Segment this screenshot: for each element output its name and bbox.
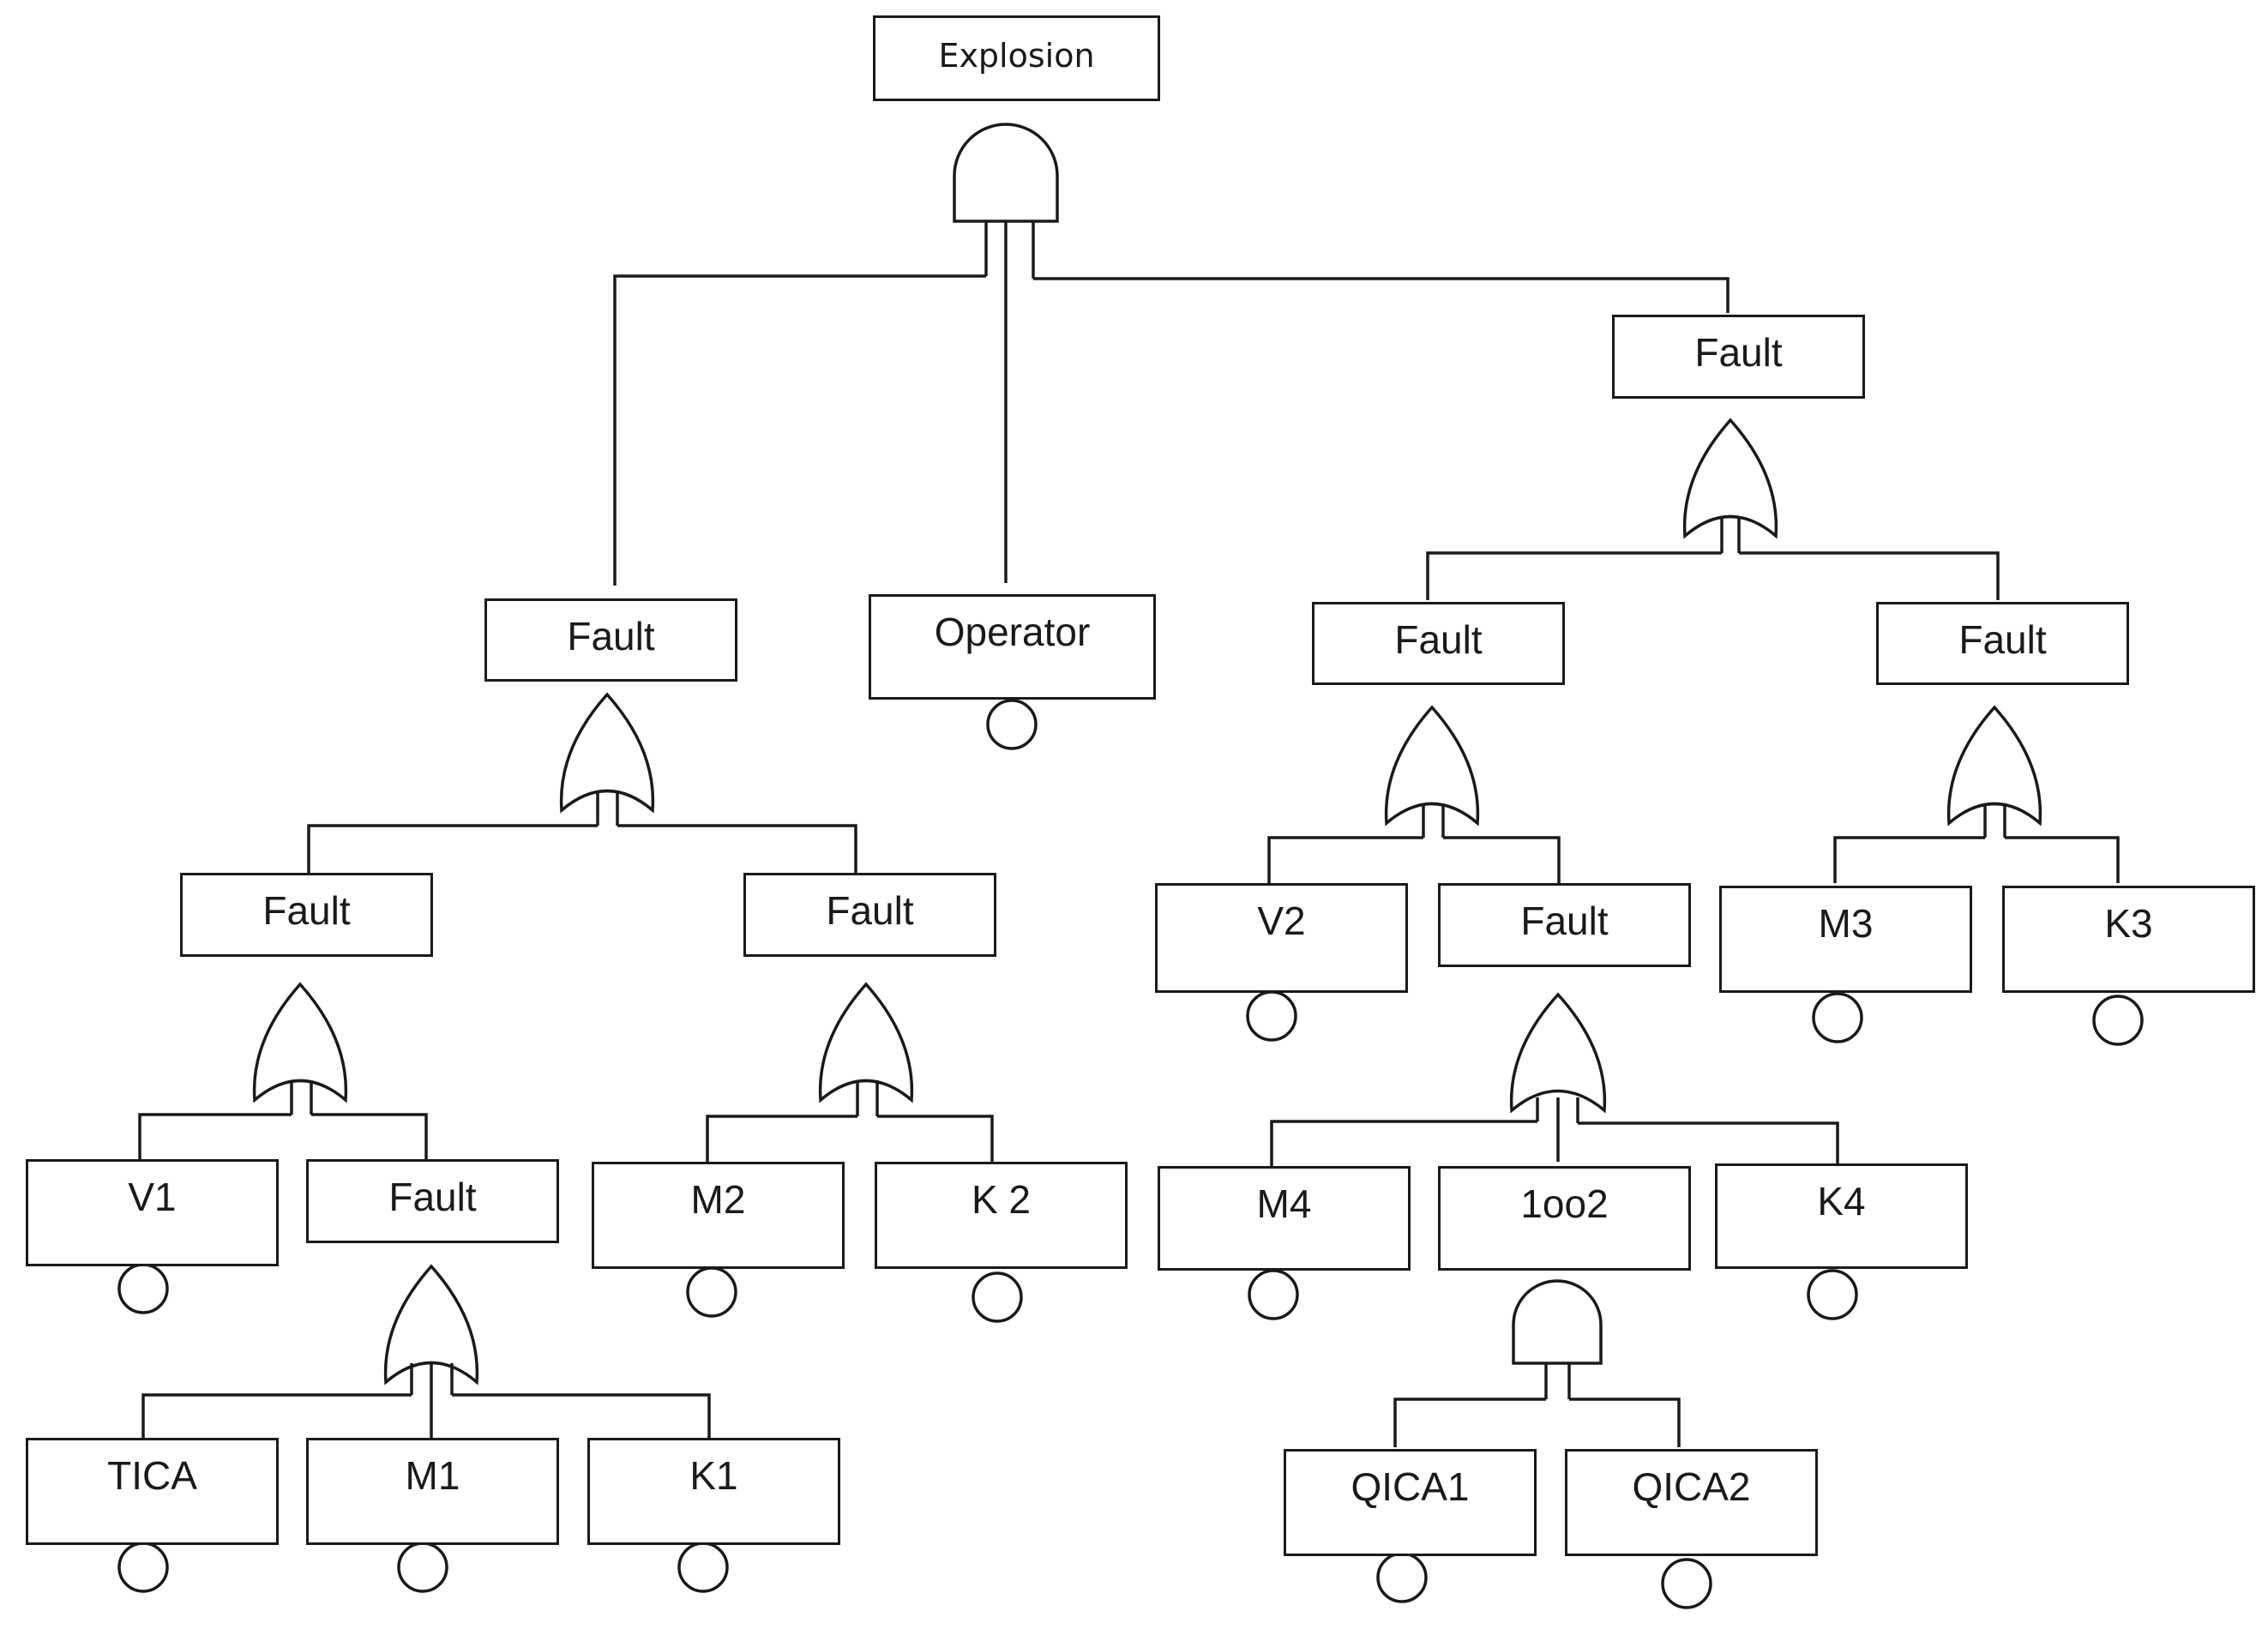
basic-event-circle-qica2: [1661, 1558, 1712, 1609]
basic-event-circle-k4: [1807, 1269, 1858, 1320]
event-box-m4: M4: [1158, 1166, 1411, 1271]
fault-box-r3: Fault: [1438, 883, 1691, 967]
event-box-k1: K1: [587, 1438, 840, 1545]
event-box-v2: V2: [1155, 883, 1408, 993]
event-box-k2: K 2: [875, 1162, 1128, 1269]
or-gate-icon: [252, 982, 348, 1103]
basic-event-circle-v2: [1246, 990, 1297, 1042]
event-box-qica2: QICA2: [1565, 1449, 1818, 1556]
event-box-m2: M2: [592, 1162, 845, 1269]
or-gate-icon: [559, 692, 655, 814]
fault-box-r2: Fault: [1876, 602, 2129, 685]
basic-event-circle-m1: [397, 1542, 448, 1593]
or-gate-icon: [1509, 992, 1607, 1114]
basic-event-circle-tica: [117, 1542, 169, 1593]
basic-event-circle-k1: [677, 1542, 729, 1593]
basic-event-circle-operator: [986, 699, 1038, 750]
or-gate-icon: [383, 1264, 479, 1386]
basic-event-circle-k2: [972, 1271, 1023, 1323]
and-gate-icon: [1512, 1279, 1603, 1365]
event-box-k4: K4: [1715, 1163, 1968, 1269]
or-gate-icon: [1946, 705, 2042, 827]
basic-event-circle-m4: [1248, 1269, 1299, 1320]
top-event-box: Explosion: [873, 15, 1160, 101]
fault-box-right: Fault: [1612, 315, 1865, 399]
event-box-1oo2: 1oo2: [1438, 1166, 1691, 1271]
fault-box-l1: Fault: [180, 873, 433, 957]
event-box-m3: M3: [1719, 886, 1972, 993]
event-box-v1: V1: [26, 1159, 279, 1266]
basic-event-circle-qica1: [1376, 1552, 1428, 1603]
basic-event-circle-m2: [686, 1266, 737, 1318]
event-box-qica1: QICA1: [1284, 1449, 1537, 1556]
basic-event-circle-k3: [2092, 995, 2144, 1046]
or-gate-icon: [818, 982, 914, 1103]
fault-box-left: Fault: [484, 598, 737, 682]
operator-box: Operator: [869, 594, 1156, 700]
event-box-m1: M1: [306, 1438, 559, 1545]
fault-box-l2: Fault: [743, 873, 996, 957]
fault-box-r1: Fault: [1312, 602, 1565, 685]
and-gate-icon: [953, 123, 1059, 223]
event-box-k3: K3: [2002, 886, 2255, 993]
fault-box-l3: Fault: [306, 1159, 559, 1243]
basic-event-circle-v1: [117, 1263, 169, 1314]
or-gate-icon: [1682, 418, 1778, 539]
basic-event-circle-m3: [1812, 992, 1863, 1043]
or-gate-icon: [1384, 705, 1480, 827]
event-box-tica: TICA: [26, 1438, 279, 1545]
